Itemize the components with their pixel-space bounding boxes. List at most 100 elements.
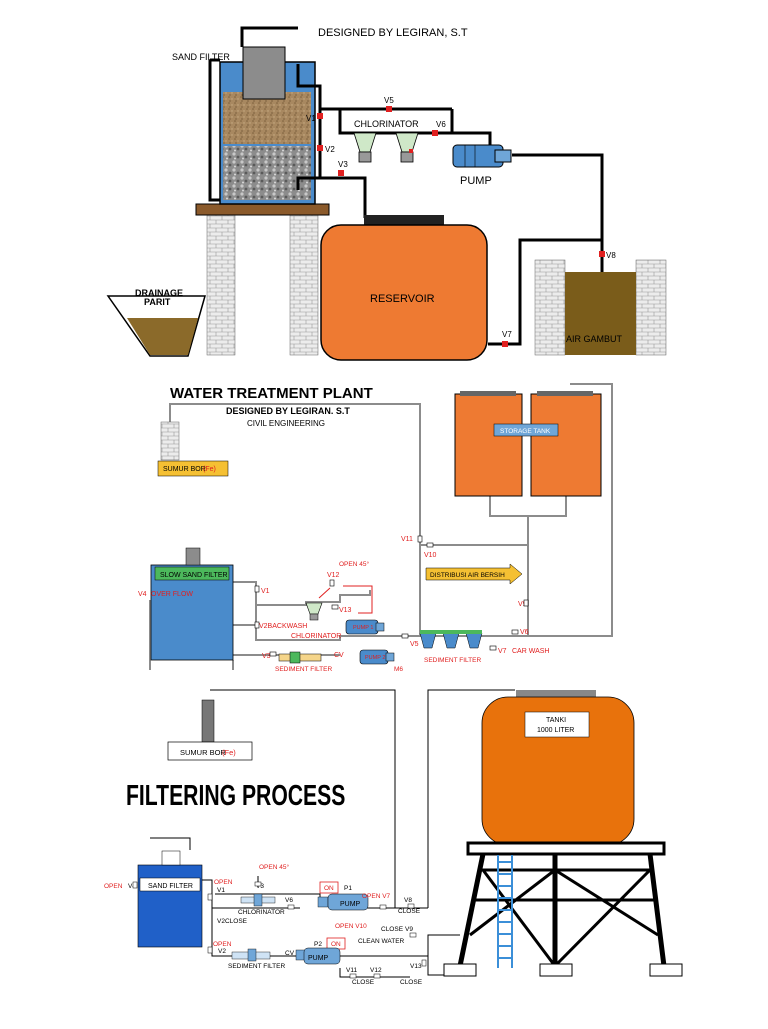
- d2-chlorinator-label: CHLORINATOR: [291, 633, 341, 640]
- d2-carwash: CAR WASH: [512, 648, 549, 655]
- filter-inlet-box: [242, 46, 286, 100]
- d2-pump2-label: PUMP 2: [365, 655, 385, 661]
- d3-open-v1: OPEN: [214, 879, 233, 886]
- d2-sediment-cones: [419, 630, 483, 649]
- d2-m6: M6: [394, 666, 403, 673]
- d2-sediment-label-b: SEDIMENT FILTER: [424, 657, 481, 664]
- d3-v6: V6: [285, 897, 293, 904]
- storage-tank-label: STORAGE TANK: [500, 428, 551, 435]
- tank-label-box: [524, 711, 590, 738]
- d3-sediment-filter: [231, 948, 271, 962]
- brick-pillar-right: [289, 214, 319, 356]
- d3-v9: V9: [405, 926, 413, 933]
- diagram-2: WATER TREATMENT PLANT DESIGNED BY LEGIRA…: [138, 383, 613, 673]
- d2-v10: V10: [424, 552, 437, 559]
- storage-cap-left: [460, 391, 516, 396]
- storage-tank-right: [530, 393, 602, 497]
- d3-v11: V11: [346, 967, 357, 974]
- valve-v2: [317, 145, 323, 151]
- distribusi-label: DISTRIBUSI AIR BERSIH: [430, 572, 505, 579]
- tank-cap: [516, 690, 596, 699]
- filter-top-box: [185, 547, 201, 566]
- sand-layer: [223, 92, 311, 144]
- d3-pump1-label: PUMP: [340, 901, 361, 908]
- d3-close-v8: CLOSE: [398, 908, 421, 915]
- d3-v12: V12: [370, 967, 382, 974]
- valve-v8-label: V8: [606, 251, 616, 260]
- gravel-layer: [223, 146, 311, 200]
- d3-pump1: [317, 893, 369, 911]
- d2-open45: OPEN 45°: [339, 560, 369, 568]
- filtering-title: FILTERING PROCESS: [126, 780, 345, 812]
- valve-v5-label: V5: [384, 96, 394, 105]
- wtp-subtitle: CIVIL ENGINEERING: [247, 419, 325, 428]
- credit-label: DESIGNED BY LEGIRAN, S.T: [318, 27, 468, 39]
- chlorinator-cones: [353, 132, 419, 163]
- pit-brick-left: [534, 259, 566, 356]
- d2-cv: CV: [334, 652, 344, 659]
- d3-sumur-bor: SUMUR BOR: [180, 748, 226, 757]
- d3-close-v13: CLOSE: [400, 979, 423, 986]
- valve-v7-label: V7: [502, 330, 512, 339]
- d3-sand-filter: [137, 864, 203, 948]
- d3-v3: V3: [256, 883, 264, 890]
- drainage-label-2: PARIT: [144, 297, 171, 307]
- wood-platform: [195, 203, 330, 216]
- tank-label-2: 1000 LITER: [537, 727, 574, 734]
- d3-open-v2: OPEN: [213, 941, 232, 948]
- wtp-credit: DESIGNED BY LEGIRAN. S.T: [226, 406, 350, 416]
- d3-on1-box: [319, 881, 339, 894]
- sumur-bor-fe: (Fe): [203, 466, 216, 473]
- distribusi-arrow: [425, 563, 523, 585]
- d3-chlorinator-device: [240, 893, 276, 907]
- d2-chlorinator: [305, 602, 323, 621]
- d3-v4: V4: [128, 883, 136, 890]
- d3-sumur-fe: (Fe): [222, 748, 236, 757]
- d2-v1: V1: [261, 588, 270, 595]
- storage-cap-right: [537, 391, 593, 396]
- d3-on2: ON: [331, 941, 341, 948]
- slow-sand-filter-tank: [150, 564, 234, 661]
- valve-v6-label: V6: [436, 120, 446, 129]
- d2-pump1-label: PUMP 1: [353, 625, 373, 631]
- storage-tank-label-box: [493, 423, 559, 437]
- d2-v6: V6: [520, 629, 529, 636]
- d2-v11: V11: [401, 536, 413, 543]
- sumur-bor-pillar: [160, 421, 180, 461]
- d2-pump1: [345, 619, 385, 635]
- water-tower: [457, 841, 667, 968]
- d3-valve-marks: [132, 881, 427, 979]
- d3-pump2: [295, 947, 341, 965]
- tower-footings: [443, 963, 683, 977]
- pump-d1: [452, 144, 512, 168]
- d3-p1: P1: [344, 885, 352, 892]
- d2-v12: V12: [327, 572, 340, 579]
- d3-open45: OPEN 45°: [259, 863, 289, 871]
- d2-overflow: OVER FLOW: [151, 591, 193, 598]
- d3-sand-filter-label: SAND FILTER: [148, 883, 193, 890]
- valve-v7: [502, 341, 508, 347]
- sumur-bor-label-box: [157, 460, 229, 477]
- slow-sand-filter-label-box: [154, 566, 230, 581]
- air-gambut-water: [565, 272, 636, 355]
- d3-close-v9: CLOSE: [381, 926, 404, 933]
- d2-sediment-label-a: SEDIMENT FILTER: [275, 666, 332, 673]
- d3-open-v7: OPEN V7: [362, 893, 391, 900]
- chlorinator-label: CHLORINATOR: [354, 119, 419, 129]
- d2-red-lines: [318, 585, 373, 614]
- d3-v13: V13: [410, 963, 422, 970]
- d2-v5: V5: [410, 641, 419, 648]
- d2-v7: V7: [498, 648, 507, 655]
- pump-label: PUMP: [460, 175, 492, 187]
- ladder: [497, 855, 513, 968]
- pit-brick-right: [635, 259, 667, 356]
- d3-sediment-label: SEDIMENT FILTER: [228, 963, 285, 970]
- valve-v3-label: V3: [338, 160, 348, 169]
- brick-pillar-left: [206, 214, 236, 356]
- d3-open-v4: OPEN: [104, 883, 123, 890]
- d3-filter-top: [161, 850, 181, 866]
- d2-v3: V3: [262, 653, 271, 660]
- d2-v2: V2BACKWASH: [259, 623, 307, 630]
- drainage-label-1: DRAINAGE: [135, 288, 183, 298]
